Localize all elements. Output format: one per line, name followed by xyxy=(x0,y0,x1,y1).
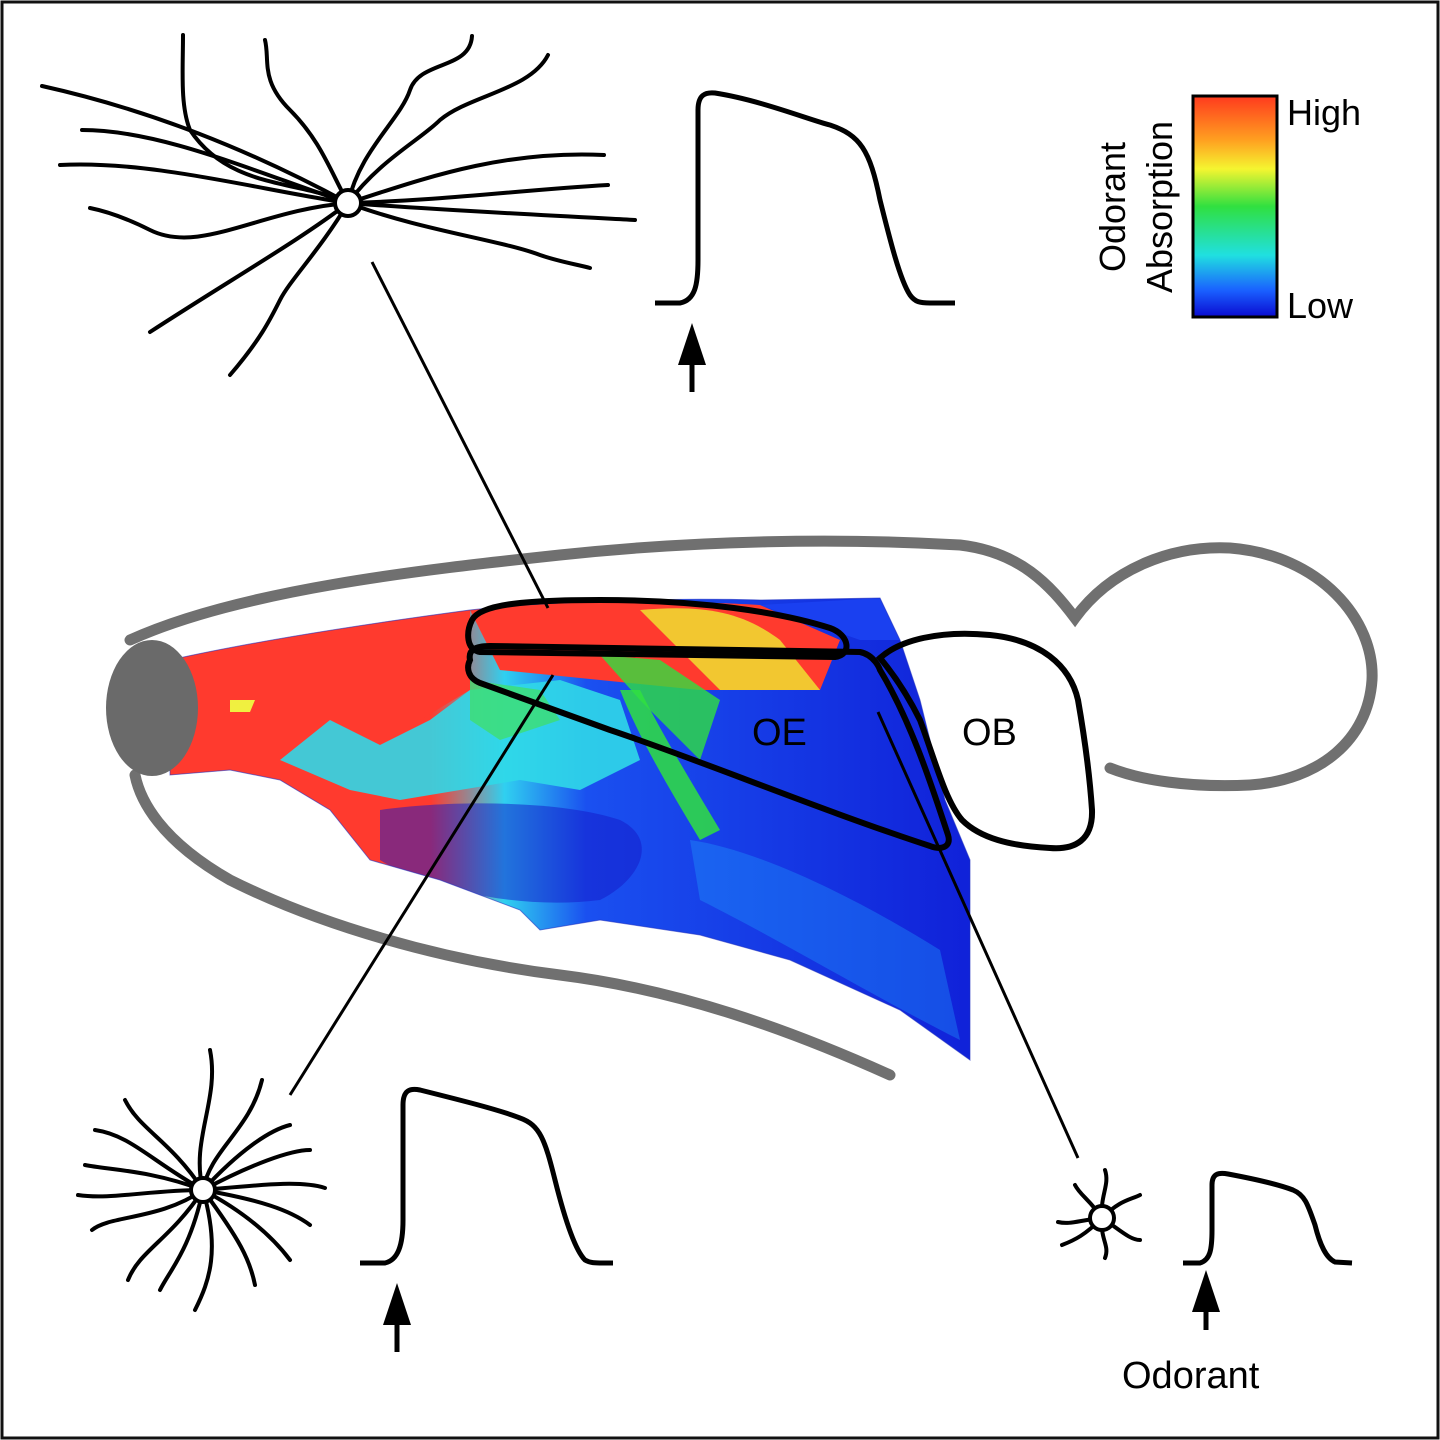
arrow-up-icon xyxy=(1192,1270,1220,1330)
legend-low-label: Low xyxy=(1287,285,1354,326)
head-outline xyxy=(124,535,1378,792)
legend-colorbar xyxy=(1191,94,1279,319)
legend-title-line2: Absorption xyxy=(1139,121,1180,293)
response-trace-bottom-left xyxy=(360,1086,613,1266)
response-trace-bottom-right xyxy=(1183,1170,1353,1266)
neuron-large-soma xyxy=(333,188,363,218)
legend-title-line1: Odorant xyxy=(1092,142,1133,272)
pointer-line-top xyxy=(370,261,550,609)
neuron-medium-icon xyxy=(76,1048,327,1312)
jaw-outline xyxy=(129,769,896,1081)
pointer-line-bottom-right xyxy=(876,711,1080,1159)
pointer-line-bottom-left xyxy=(288,674,555,1096)
neuron-small-soma xyxy=(1088,1204,1116,1232)
ob-label: OB xyxy=(962,712,1017,754)
odorant-label: Odorant xyxy=(1122,1355,1260,1397)
response-trace-top xyxy=(655,90,955,306)
neuron-medium-soma xyxy=(189,1176,217,1204)
oe-outline xyxy=(465,642,952,851)
arrow-up-icon xyxy=(678,323,706,392)
oe-label: OE xyxy=(752,712,807,754)
ob-outline xyxy=(875,630,1096,852)
legend-high-label: High xyxy=(1287,92,1361,133)
arrow-up-icon xyxy=(383,1283,411,1352)
nose-tip xyxy=(106,640,198,776)
neuron-large-icon xyxy=(40,33,637,377)
upper-recess-outline xyxy=(465,596,850,661)
